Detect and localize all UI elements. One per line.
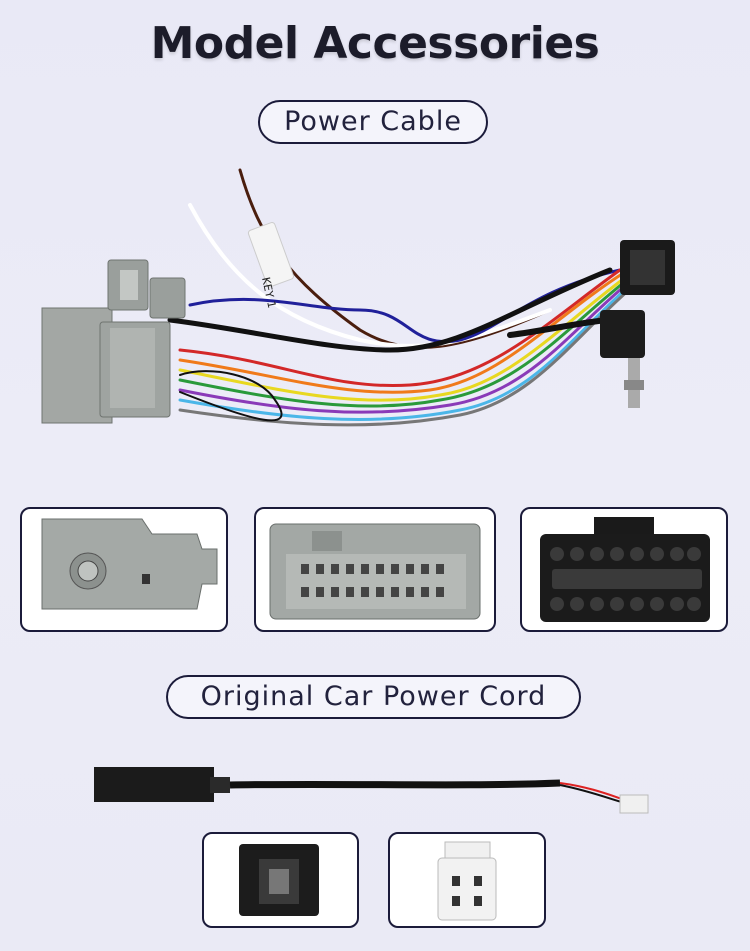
section-label-power-cable: Power Cable: [258, 100, 488, 144]
section-label-original-car-power-cord: Original Car Power Cord: [166, 675, 581, 719]
gray-connector-front-view-image: [254, 507, 496, 632]
page-title: Model Accessories: [150, 18, 600, 69]
harness-tag-text: KEY 1: [259, 276, 278, 309]
black-plug-closeup-image: [202, 832, 359, 928]
power-cable-harness-image: KEY 1: [30, 160, 730, 460]
gray-connector-side-view-image: [20, 507, 228, 632]
original-power-cord-image: [80, 755, 670, 825]
black-iso-connector-image: [520, 507, 728, 632]
white-plug-closeup-image: [388, 832, 546, 928]
